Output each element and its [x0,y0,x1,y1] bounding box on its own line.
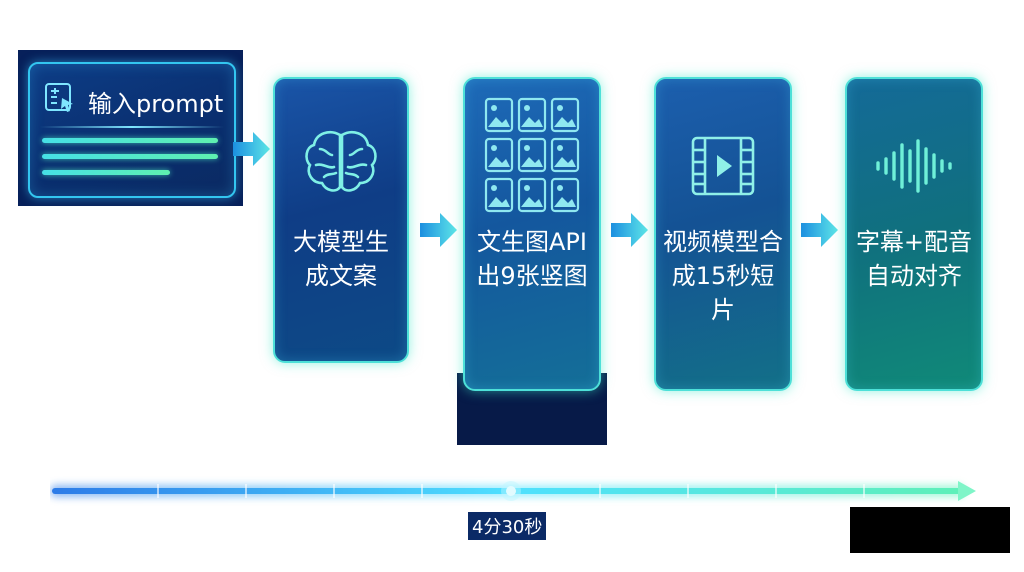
step-card-copywriting: 大模型生 成文案 [273,77,409,363]
arrow-right-icon [801,213,838,247]
step-label-line: 自动对齐 [866,262,962,290]
brain-icon [305,131,377,192]
sound-wave-icon [876,139,952,193]
document-cursor-icon [45,83,73,112]
step-label-line: 成文案 [305,262,377,290]
step-label: 视频模型合 成15秒短片 [656,225,790,327]
step-label: 大模型生 成文案 [275,225,407,293]
prompt-text-line [42,170,170,175]
arrow-right-icon [611,213,648,247]
prompt-title: 输入prompt [88,90,224,118]
prompt-panel: 输入prompt [28,62,236,198]
step-label-line: 成15秒短片 [671,262,775,324]
overlay-block [850,507,1010,553]
prompt-text-line [42,138,218,143]
step-label-line: 字幕+配音 [855,228,973,256]
step-card-subtitles-voiceover: 字幕+配音 自动对齐 [845,77,983,391]
step-label: 文生图API 出9张竖图 [465,225,599,293]
prompt-divider [40,126,224,128]
prompt-card: 输入prompt [18,50,243,206]
step-label-line: 大模型生 [293,228,389,256]
arrow-right-icon [420,213,457,247]
prompt-text-line [42,154,218,159]
step-label-line: 出9张竖图 [476,262,588,290]
arrow-right-icon [233,132,270,166]
step-label-line: 视频模型合 [663,228,783,256]
image-grid-icon [484,97,580,213]
step-label: 字幕+配音 自动对齐 [847,225,981,293]
film-play-icon [691,136,755,196]
step-card-video-synthesis: 视频模型合 成15秒短片 [654,77,792,391]
step-card-image-generation: 文生图API 出9张竖图 [463,77,601,391]
timeline-arrow [50,481,976,501]
timeline-duration-label: 4分30秒 [468,512,547,540]
step-label-line: 文生图API [477,228,587,256]
